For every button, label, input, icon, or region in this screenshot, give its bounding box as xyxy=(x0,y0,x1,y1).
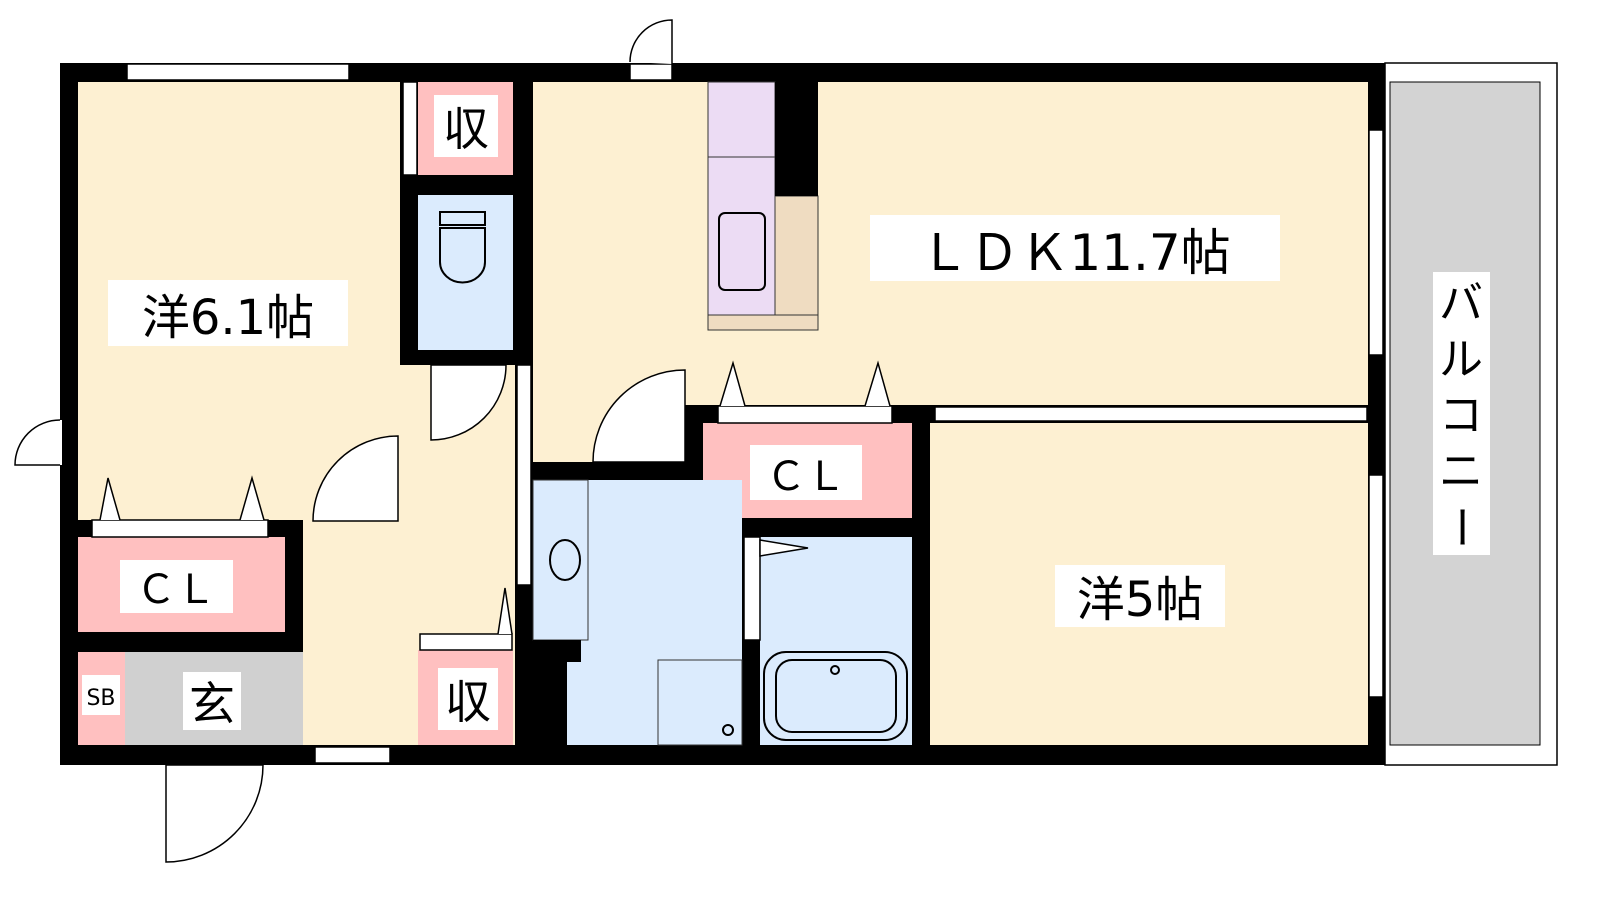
door-top[interactable] xyxy=(629,19,673,64)
entrance-door[interactable] xyxy=(165,764,264,863)
window-entrance xyxy=(314,746,391,764)
sink-icon xyxy=(718,212,766,291)
bathtub-icon xyxy=(763,651,908,741)
washer-space xyxy=(657,659,743,746)
shoe-box-label: SB xyxy=(86,686,115,711)
closet-left-doors[interactable] xyxy=(91,519,269,538)
storage-bottom-label: 収 xyxy=(445,675,491,729)
closet-middle-doors[interactable] xyxy=(717,405,893,424)
balcony-label: バ ル コ ニ ー xyxy=(1435,278,1486,549)
toilet xyxy=(418,195,513,350)
svg-text:ル: ル xyxy=(1439,334,1483,385)
room-label-ldk: ＬＤＫ11.7帖 xyxy=(919,224,1230,282)
window-top-left xyxy=(126,63,350,81)
door-room1[interactable] xyxy=(312,435,399,522)
svg-text:バ: バ xyxy=(1439,278,1483,329)
door-washroom[interactable] xyxy=(592,369,686,463)
entrance-label: 玄 xyxy=(189,677,235,731)
sliding-door-room2[interactable] xyxy=(934,406,1368,422)
window-room2 xyxy=(1368,474,1384,698)
door-left[interactable] xyxy=(14,419,61,466)
svg-text:コ: コ xyxy=(1439,390,1483,441)
svg-text:ー: ー xyxy=(1435,505,1486,549)
storage-bottom-door[interactable] xyxy=(419,633,513,651)
closet-left-label: ＣＬ xyxy=(136,567,216,613)
door-toilet[interactable] xyxy=(430,364,507,441)
bathroom-door[interactable] xyxy=(743,536,761,641)
window-ldk xyxy=(1368,129,1384,356)
sliding-door-washroom[interactable] xyxy=(516,364,532,586)
drain-icon xyxy=(722,724,734,736)
basin-icon xyxy=(549,539,581,581)
toilet-icon xyxy=(439,211,486,284)
room-label-western-2: 洋5帖 xyxy=(1077,572,1204,628)
room-label-western-1: 洋6.1帖 xyxy=(142,290,314,346)
storage-top-label: 収 xyxy=(443,102,489,156)
bathroom xyxy=(760,537,912,745)
closet-middle-label: ＣＬ xyxy=(766,454,846,500)
svg-text:ニ: ニ xyxy=(1439,446,1483,497)
vanity xyxy=(532,479,589,641)
counter xyxy=(774,195,819,331)
